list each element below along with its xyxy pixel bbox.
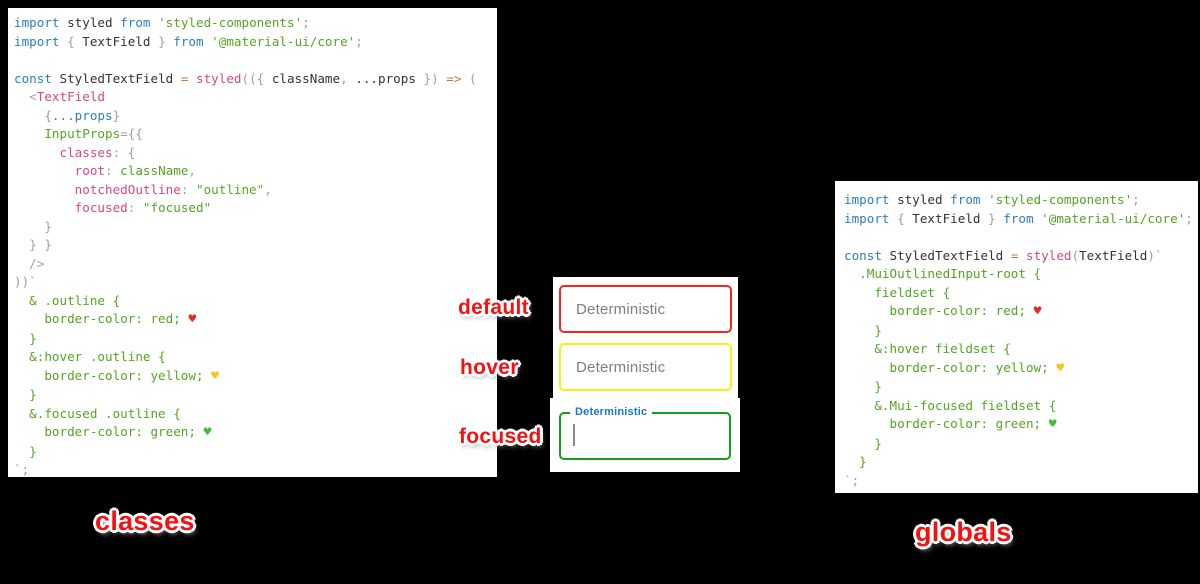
caption-classes: classes bbox=[95, 506, 195, 536]
textfield-hover-placeholder: Deterministic bbox=[576, 358, 666, 376]
state-label-default: default bbox=[458, 296, 529, 319]
text-cursor-icon bbox=[573, 424, 575, 446]
code-block-globals: import styled from 'styled-components';i… bbox=[835, 181, 1198, 493]
textfield-default-placeholder: Deterministic bbox=[576, 300, 666, 318]
textfield-hover[interactable]: Deterministic bbox=[559, 343, 732, 391]
code-block-classes: import styled from 'styled-components';i… bbox=[8, 8, 497, 477]
textfield-default[interactable]: Deterministic bbox=[559, 285, 732, 333]
textfield-focused[interactable]: Deterministic bbox=[559, 406, 731, 460]
state-label-hover: hover bbox=[460, 356, 519, 379]
textfield-focused-label: Deterministic bbox=[570, 406, 653, 418]
state-label-focused: focused bbox=[459, 425, 542, 448]
caption-globals: globals bbox=[915, 517, 1012, 547]
